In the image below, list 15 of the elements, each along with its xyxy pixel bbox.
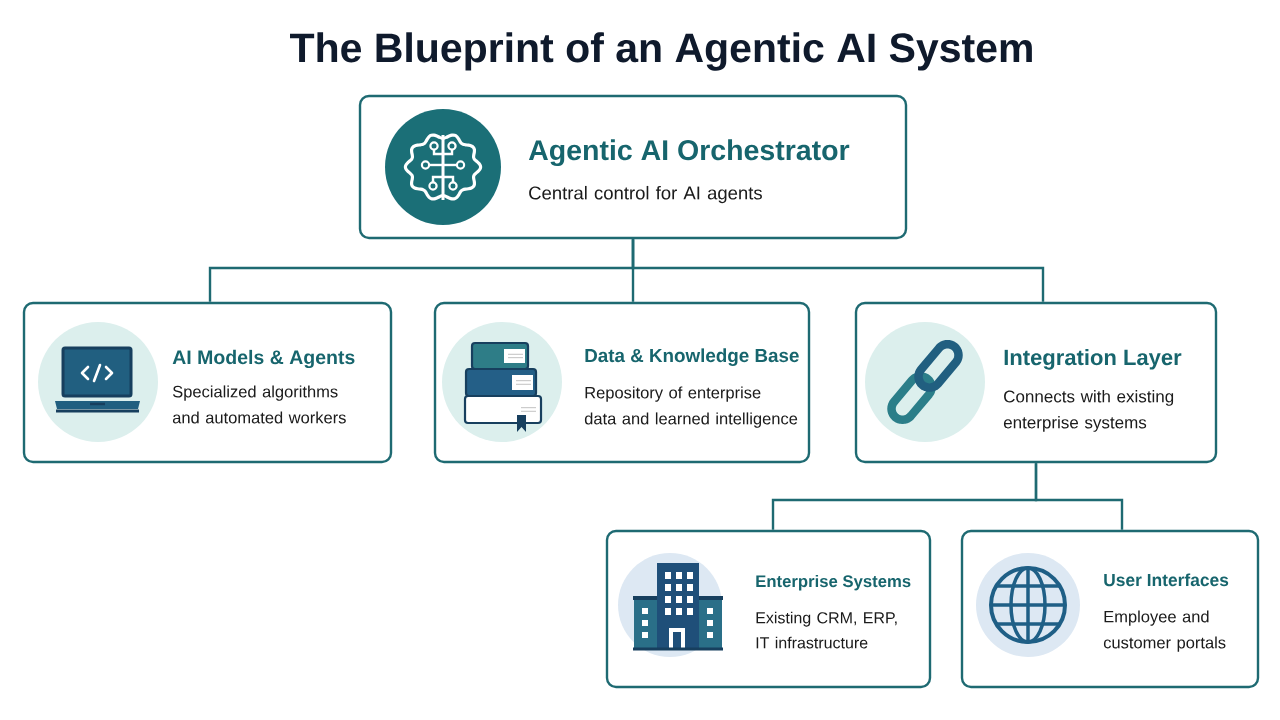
connector-line [1034,463,1124,530]
connector-line [631,239,1045,302]
title: The Blueprint of an Agentic AI System [290,32,1032,71]
card-description: Existing CRM, ERP, IT infrastructure [756,611,897,649]
card-description: Central control for AI agents [529,185,762,204]
card-description: Employee and customer portals [1103,610,1226,652]
card-title: AI Models & Agents [172,349,355,369]
card-title: Integration Layer [1004,349,1182,370]
card-title: Agentic AI Orchestrator [528,139,850,167]
card-description: Specialized algorithms and automated workers [172,385,346,424]
card-description: Repository of enterprise data and learned intelligence [584,386,798,428]
card-title: User Interfaces [1104,573,1229,587]
card-title: Enterprise Systems [756,574,911,591]
card-title: Data & Knowledge Base [585,348,799,366]
card-description: Connects with existing enterprise systems [1003,390,1174,432]
